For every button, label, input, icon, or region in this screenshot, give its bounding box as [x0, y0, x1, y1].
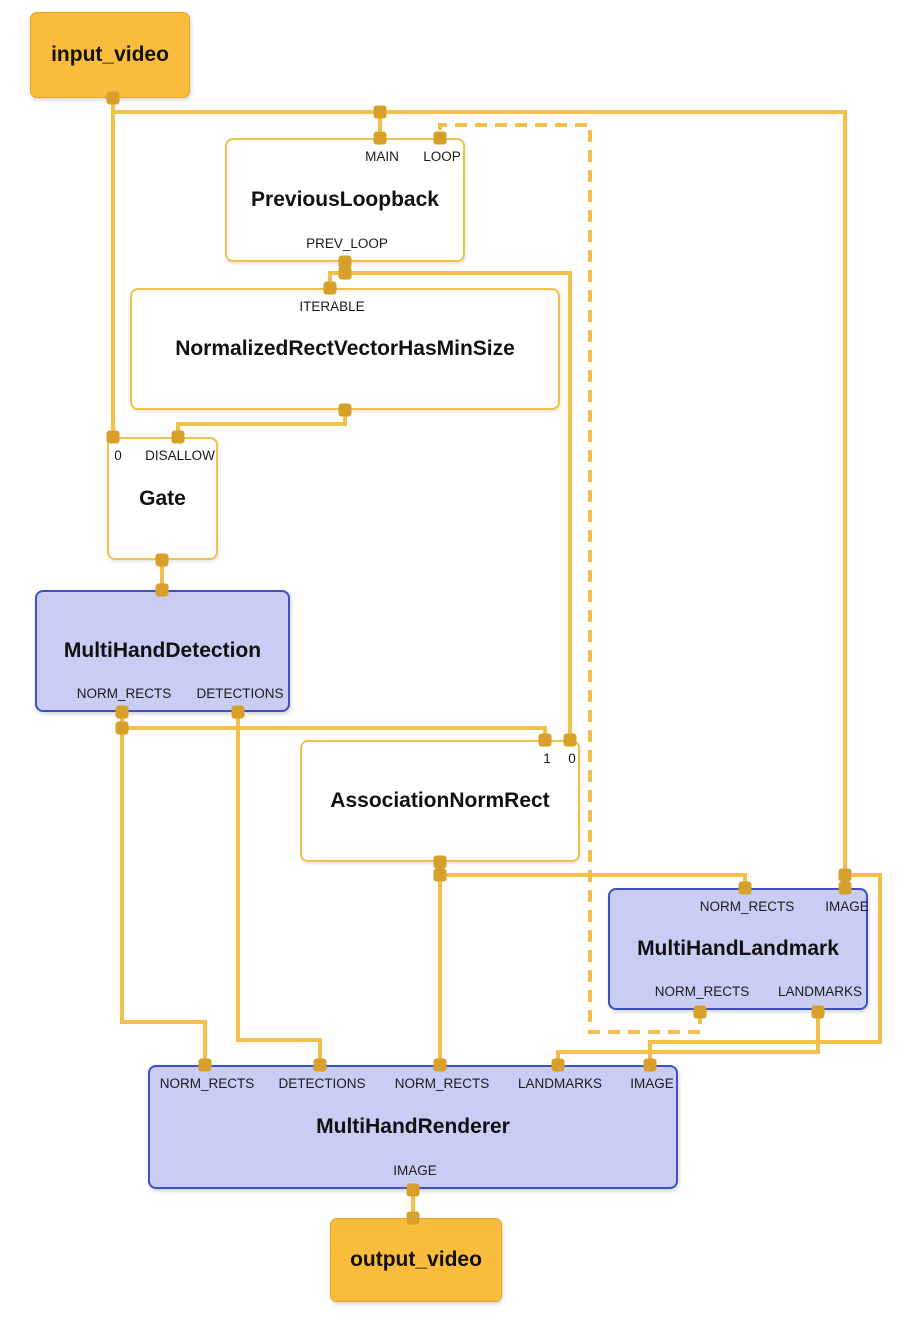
port-label-mhr-detections: DETECTIONS: [278, 1076, 366, 1091]
edge-e_anr_to_mhl: [438, 862, 747, 890]
node-title-multi-hand-detection: MultiHandDetection: [63, 639, 262, 662]
edge-e_nrv_to_disallow: [176, 410, 347, 439]
node-previous-loopback[interactable]: MAIN LOOP PreviousLoopback PREV_LOOP: [225, 138, 465, 262]
edge-e_mhdnr_to_mhr: [120, 728, 207, 1067]
node-multi-hand-renderer[interactable]: NORM_RECTS DETECTIONS NORM_RECTS LANDMAR…: [148, 1065, 678, 1189]
node-title-previous-loopback: PreviousLoopback: [251, 188, 439, 211]
node-title-gate: Gate: [139, 486, 186, 510]
port-label-mhd-norm-rects: NORM_RECTS: [76, 685, 172, 701]
port-label-main: MAIN: [365, 149, 399, 164]
node-input-video[interactable]: input_video: [30, 12, 190, 98]
port-label-mhr-image-in: IMAGE: [630, 1076, 674, 1091]
port-label-mhl-image: IMAGE: [825, 899, 869, 914]
port-label-mhl-norm-rects-out: NORM_RECTS: [654, 983, 750, 999]
port-label-mhr-landmarks: LANDMARKS: [517, 1076, 603, 1091]
port-label-gate-0: 0: [114, 448, 122, 463]
port-label-mhr-image-out: IMAGE: [393, 1162, 437, 1178]
node-title-input-video: input_video: [51, 43, 169, 66]
port-junction-top-line: [373, 105, 387, 119]
node-output-video[interactable]: output_video: [330, 1218, 502, 1302]
port-junction-image-line: [838, 868, 852, 882]
node-multi-hand-landmark[interactable]: NORM_RECTS IMAGE MultiHandLandmark NORM_…: [608, 888, 869, 1010]
node-association-norm-rect[interactable]: 1 0 AssociationNormRect: [300, 740, 580, 862]
port-label-mhl-norm-rects-in: NORM_RECTS: [699, 899, 795, 914]
node-gate[interactable]: 0 DISALLOW Gate: [107, 437, 218, 560]
edge-e_input_to_main: [111, 98, 382, 140]
node-title-output-video: output_video: [350, 1248, 482, 1271]
edge-e_mhdnr_to_anr1: [120, 712, 547, 742]
port-junction-anr-out: [433, 868, 447, 882]
port-junction-mhd-norm-rects: [115, 721, 129, 735]
port-junction-prev-loop: [338, 266, 352, 280]
node-title-nrvhms: NormalizedRectVectorHasMinSize: [175, 337, 515, 360]
node-title-multi-hand-renderer: MultiHandRenderer: [316, 1115, 510, 1138]
node-normalized-rect-vector-has-min-size[interactable]: ITERABLE NormalizedRectVectorHasMinSize: [130, 288, 560, 410]
node-multi-hand-detection[interactable]: MultiHandDetection NORM_RECTS DETECTIONS: [35, 590, 290, 712]
port-label-iterable: ITERABLE: [299, 299, 365, 314]
edge-e_mhllm_to_mhr: [556, 1012, 820, 1067]
port-label-loop: LOOP: [423, 149, 461, 164]
port-label-anr-1: 1: [543, 751, 551, 766]
port-label-mhl-landmarks: LANDMARKS: [777, 983, 863, 999]
port-label-prev-loop: PREV_LOOP: [306, 235, 388, 251]
port-label-disallow: DISALLOW: [145, 448, 215, 463]
port-label-anr-0: 0: [568, 751, 576, 766]
port-label-mhd-detections: DETECTIONS: [196, 685, 284, 701]
port-label-mhr-norm-rects-2: NORM_RECTS: [394, 1076, 490, 1091]
node-title-multi-hand-landmark: MultiHandLandmark: [637, 937, 839, 960]
edge-e_prev_to_iterable: [328, 262, 347, 290]
node-title-association-norm-rect: AssociationNormRect: [330, 789, 550, 812]
port-label-mhr-norm-rects-1: NORM_RECTS: [159, 1076, 255, 1091]
